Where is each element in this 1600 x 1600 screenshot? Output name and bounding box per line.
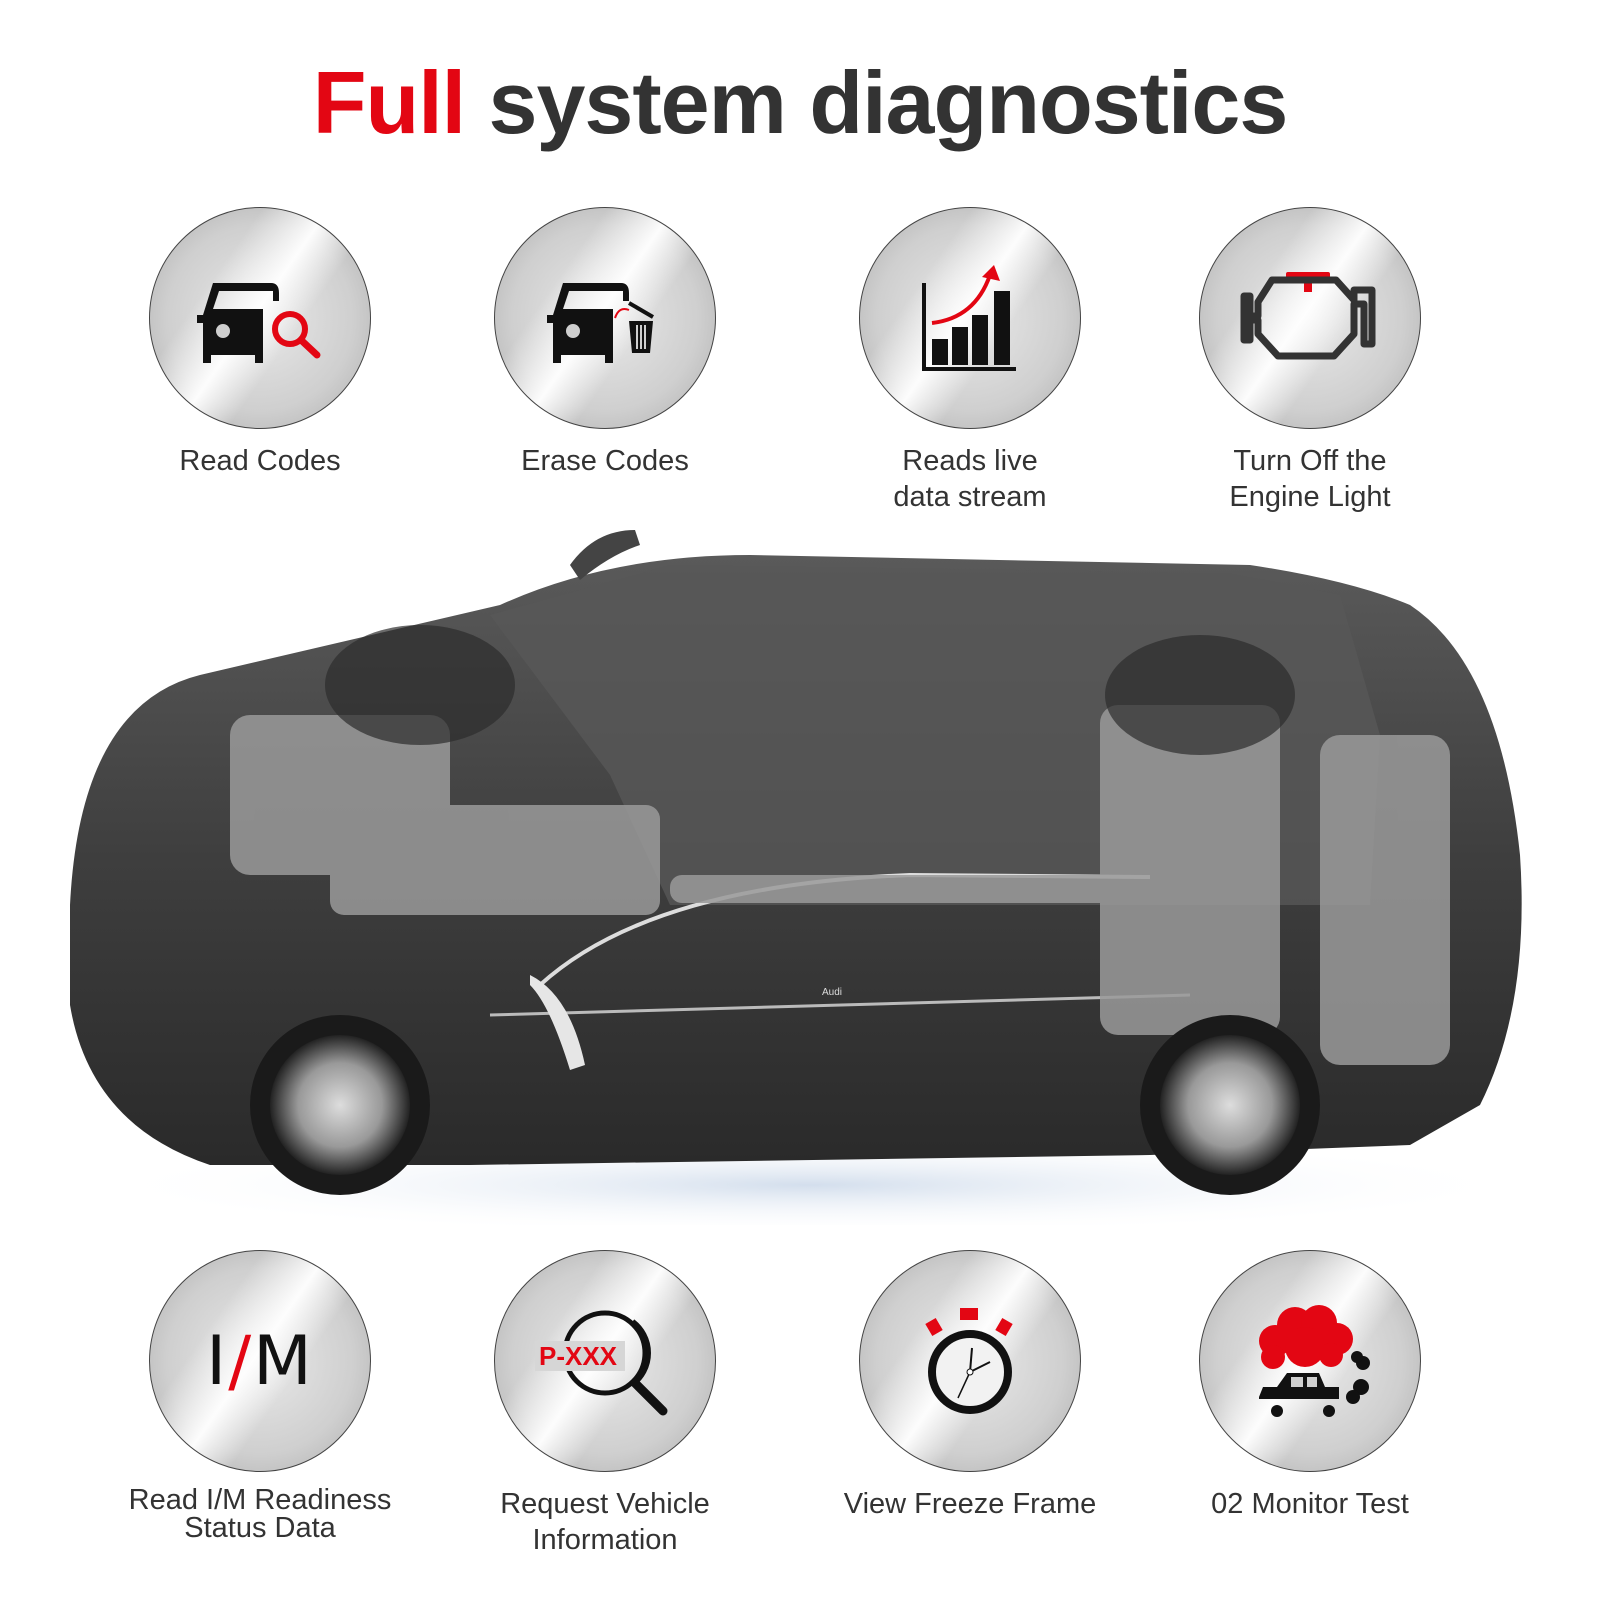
- car-cutaway-illustration: Audi: [50, 525, 1550, 1235]
- feature-label: Erase Codes: [521, 445, 689, 477]
- icon-disc: [494, 207, 716, 429]
- car-badge: Audi: [822, 987, 842, 998]
- im-readiness-icon: I/M: [206, 1321, 314, 1401]
- feature-freeze-frame: View Freeze Frame: [805, 1250, 1135, 1522]
- car-exhaust-icon: [1259, 1305, 1370, 1417]
- car-search-icon: [197, 283, 321, 363]
- feature-label: View Freeze Frame: [843, 1488, 1097, 1520]
- feature-o2-monitor: 02 Monitor Test: [1145, 1250, 1475, 1522]
- icon-disc: [1199, 1250, 1421, 1472]
- feature-label: Read Codes: [179, 445, 341, 477]
- icon-disc: [1199, 207, 1421, 429]
- stopwatch-icon: [925, 1308, 1013, 1414]
- feature-erase-codes: Erase Codes: [440, 207, 770, 479]
- icon-disc: I/M: [149, 1250, 371, 1472]
- icon-disc: [859, 1250, 1081, 1472]
- icon-disc: [859, 207, 1081, 429]
- car-trash-icon: [547, 283, 655, 363]
- bar-chart-rising-icon: [922, 265, 1016, 371]
- icon-disc: P-XXX: [494, 1250, 716, 1472]
- code-magnifier-icon: P-XXX: [535, 1310, 668, 1416]
- title-accent: Full: [312, 53, 466, 152]
- feature-label: 02 Monitor Test: [1211, 1488, 1409, 1520]
- icon-disc: [149, 207, 371, 429]
- page-title: Full system diagnostics: [0, 52, 1600, 154]
- feature-read-codes: Read Codes: [95, 207, 425, 479]
- svg-text:P-XXX: P-XXX: [539, 1341, 618, 1371]
- title-rest: system diagnostics: [488, 53, 1289, 152]
- check-engine-icon: [1240, 272, 1376, 360]
